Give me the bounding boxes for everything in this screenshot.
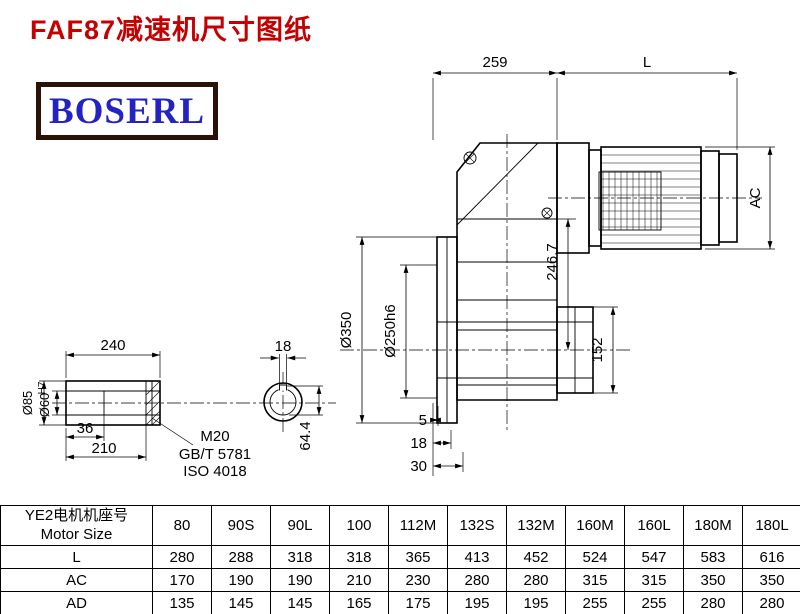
dim-cell: 318 (329, 545, 389, 569)
dim-dia350-label: Ø350 (338, 312, 355, 349)
dim-cell: 583 (683, 545, 743, 569)
motor-size-header-cell: YE2电机机座号 Motor Size (0, 505, 153, 546)
dim-cell: 280 (683, 591, 743, 614)
gearbox-outline (432, 142, 594, 476)
dim-dia60-tolerance: H7 (37, 381, 48, 394)
motor-dimension-table: YE2电机机座号 Motor Size 80 90S 90L 100 112M … (0, 505, 800, 614)
table-row-AD: AD 135 145 145 165 175 195 195 255 255 2… (0, 591, 800, 614)
dim-cell: 524 (565, 545, 625, 569)
dim-cell: 452 (506, 545, 566, 569)
size-col-header: 160L (624, 505, 684, 546)
dim-dia250-label: Ø250h6 (382, 304, 399, 357)
dim-5-label: 5 (419, 412, 427, 429)
shaft-detail: 240 36 210 Ø85 Ø60 H7 M20 GB/T 5781 ISO … (20, 337, 251, 480)
dim-row-label: AC (0, 568, 153, 592)
dim-L-label: L (643, 54, 651, 71)
dim-cell: 413 (447, 545, 507, 569)
dim-cell: 280 (152, 545, 212, 569)
dim-keywidth-label: 18 (275, 338, 292, 355)
dim-152-label: 152 (589, 337, 606, 362)
dim-210-label: 210 (91, 440, 116, 457)
dim-cell: 190 (270, 568, 330, 592)
bolt-spec-m20: M20 (200, 428, 229, 445)
size-col-header: 90L (270, 505, 330, 546)
dimension-drawing: 259 L AC Ø350 Ø250h6 246.7 152 (20, 54, 775, 480)
dim-row-label: L (0, 545, 153, 569)
dim-cell: 315 (565, 568, 625, 592)
dim-cell: 230 (388, 568, 448, 592)
dim-cell: 280 (742, 591, 800, 614)
dim-cell: 318 (270, 545, 330, 569)
dim-cell: 165 (329, 591, 389, 614)
dim-dia85-label: Ø85 (20, 391, 35, 416)
dim-dia60-label: Ø60 (37, 393, 52, 418)
dim-cell: 210 (329, 568, 389, 592)
dim-cell: 616 (742, 545, 800, 569)
dim-cell: 280 (506, 568, 566, 592)
dim-cell: 135 (152, 591, 212, 614)
dim-cell: 145 (270, 591, 330, 614)
page-title: FAF87减速机尺寸图纸 (30, 15, 313, 45)
dim-36-label: 36 (77, 420, 94, 437)
size-col-header: 100 (329, 505, 389, 546)
dim-AC-label: AC (747, 187, 764, 208)
dim-cell: 288 (211, 545, 271, 569)
dim-cell: 255 (624, 591, 684, 614)
dim-30-label: 30 (410, 458, 427, 475)
bolt-spec-iso: ISO 4018 (183, 463, 246, 480)
dim-cell: 195 (447, 591, 507, 614)
size-col-header: 112M (388, 505, 448, 546)
motor-outline (556, 142, 738, 254)
centerlines (52, 134, 762, 434)
dim-cell: 315 (624, 568, 684, 592)
dim-row-label: AD (0, 591, 153, 614)
motor-size-header-cn: YE2电机机座号 (24, 506, 129, 524)
dim-cell: 365 (388, 545, 448, 569)
main-dimensions: 259 L AC Ø350 Ø250h6 246.7 152 (338, 54, 775, 475)
brand-logo: BOSERL (36, 82, 218, 140)
size-col-header: 180M (683, 505, 743, 546)
size-col-header: 180L (742, 505, 800, 546)
table-row-L: L 280 288 318 318 365 413 452 524 547 58… (0, 545, 800, 569)
dim-cell: 175 (388, 591, 448, 614)
dim-644-label: 64.4 (297, 421, 314, 450)
table-row-AC: AC 170 190 190 210 230 280 280 315 315 3… (0, 568, 800, 592)
motor-size-header-en: Motor Size (40, 525, 113, 543)
size-col-header: 132M (506, 505, 566, 546)
dim-cell: 195 (506, 591, 566, 614)
bolt-spec-gb: GB/T 5781 (179, 446, 251, 463)
brand-logo-text: BOSERL (48, 90, 206, 132)
size-col-header: 90S (211, 505, 271, 546)
dim-cell: 350 (742, 568, 800, 592)
dim-cell: 190 (211, 568, 271, 592)
size-col-header: 160M (565, 505, 625, 546)
dim-cell: 350 (683, 568, 743, 592)
dim-cell: 280 (447, 568, 507, 592)
dim-18-label: 18 (410, 435, 427, 452)
dim-cell: 145 (211, 591, 271, 614)
dim-2467-label: 246.7 (544, 243, 561, 281)
dim-cell: 170 (152, 568, 212, 592)
size-col-header: 132S (447, 505, 507, 546)
shaft-section: 18 64.4 (260, 338, 323, 451)
table-header-row: YE2电机机座号 Motor Size 80 90S 90L 100 112M … (0, 505, 800, 546)
size-col-header: 80 (152, 505, 212, 546)
dim-240-label: 240 (100, 337, 125, 354)
dim-cell: 255 (565, 591, 625, 614)
dim-cell: 547 (624, 545, 684, 569)
dim-259-label: 259 (482, 54, 507, 71)
